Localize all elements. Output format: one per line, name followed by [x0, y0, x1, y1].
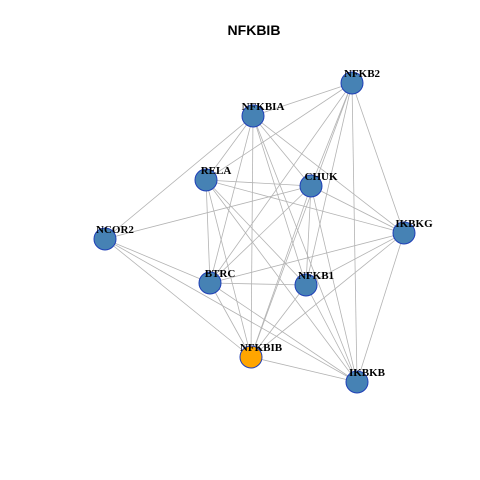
node-ncor2 — [93, 227, 117, 251]
edge-nfkbia-ikbkg — [252, 115, 405, 234]
node-nfkbia — [241, 104, 265, 128]
node-layer — [93, 71, 416, 394]
edge-rela-btrc — [205, 179, 211, 284]
edge-rela-nfkbib — [205, 179, 252, 358]
node-label-nfkb1: NFKB1 — [298, 270, 334, 282]
edge-layer — [104, 82, 405, 383]
node-label-nfkbib: NFKBIB — [240, 342, 283, 354]
edge-ncor2-btrc — [104, 238, 211, 284]
edge-ikbkg-nfkb1 — [305, 232, 405, 286]
node-ikbkg — [392, 221, 416, 245]
edge-nfkb1-nfkbib — [250, 284, 307, 358]
edge-btrc-nfkb1 — [209, 282, 307, 286]
node-chuk — [299, 174, 323, 198]
edge-nfkbib-ikbkb — [250, 356, 358, 383]
edge-ikbkg-btrc — [209, 232, 405, 284]
edge-btrc-nfkbib — [209, 282, 252, 358]
node-label-ncor2: NCOR2 — [96, 224, 134, 236]
edge-nfkb2-nfkb1 — [305, 82, 353, 286]
edge-nfkb1-ikbkb — [305, 284, 358, 383]
node-label-chuk: CHUK — [305, 171, 338, 183]
edge-rela-ikbkb — [205, 179, 358, 383]
graph-title: NFKBIB — [228, 22, 281, 38]
node-nfkb1 — [294, 273, 318, 297]
node-nfkb2 — [340, 71, 364, 95]
edge-btrc-ikbkb — [209, 282, 358, 383]
edge-chuk-nfkb1 — [305, 185, 312, 286]
edge-nfkb2-nfkbib — [250, 82, 353, 358]
edge-chuk-ikbkb — [310, 185, 358, 383]
node-label-nfkbia: NFKBIA — [242, 101, 285, 113]
edge-nfkb2-chuk — [310, 82, 353, 187]
edge-nfkbia-nfkb1 — [252, 115, 307, 286]
node-rela — [194, 168, 218, 192]
node-label-ikbkb: IKBKB — [349, 367, 386, 379]
edge-nfkbia-ncor2 — [104, 115, 254, 240]
node-label-nfkb2: NFKB2 — [344, 68, 381, 80]
node-btrc — [198, 271, 222, 295]
node-nfkbib — [239, 345, 263, 369]
edge-nfkb2-nfkbia — [252, 82, 353, 117]
edge-nfkb2-ikbkg — [351, 82, 405, 234]
edge-chuk-nfkbib — [250, 185, 312, 358]
edge-nfkb2-btrc — [209, 82, 353, 284]
edge-rela-chuk — [205, 179, 312, 187]
edge-nfkbia-chuk — [252, 115, 312, 187]
edge-rela-ikbkg — [205, 179, 405, 234]
node-label-btrc: BTRC — [205, 268, 236, 280]
edge-ikbkg-ikbkb — [356, 232, 405, 383]
edge-ncor2-ikbkb — [104, 238, 358, 383]
node-label-rela: RELA — [201, 165, 232, 177]
edge-ncor2-nfkbib — [104, 238, 252, 358]
edge-chuk-ncor2 — [104, 185, 312, 240]
node-label-ikbkg: IKBKG — [395, 218, 433, 230]
node-ikbkb — [345, 370, 369, 394]
edge-nfkbia-ikbkb — [252, 115, 358, 383]
edge-ikbkg-nfkbib — [250, 232, 405, 358]
edge-nfkbia-rela — [205, 115, 254, 181]
edge-nfkb2-rela — [205, 82, 353, 181]
edge-nfkbia-btrc — [209, 115, 254, 284]
edge-chuk-btrc — [209, 185, 312, 284]
edge-rela-nfkb1 — [205, 179, 307, 286]
edge-chuk-ikbkg — [310, 185, 405, 234]
edge-nfkbia-nfkbib — [250, 115, 254, 358]
edge-nfkb2-ikbkb — [351, 82, 358, 383]
